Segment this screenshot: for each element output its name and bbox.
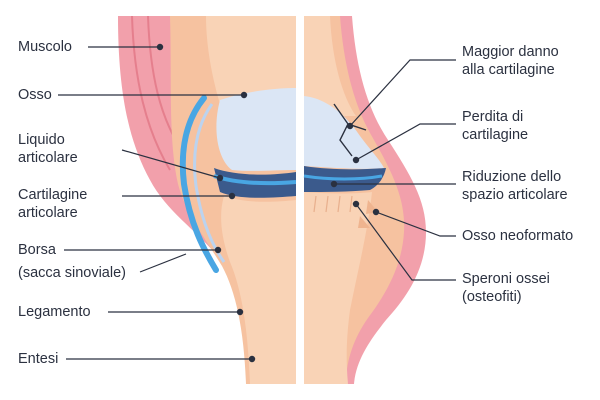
pointer-dot [353,201,358,206]
pointer-sacca [140,254,186,272]
pointer-dot [241,92,246,97]
label-borsa: Borsa [18,241,56,259]
label-entesi: Entesi [18,350,58,368]
label-legamento: Legamento [18,303,91,321]
label-sacca-sinoviale: (sacca sinoviale) [18,264,126,282]
label-liquido-articolare: Liquido articolare [18,131,78,167]
label-speroni-ossei: Speroni ossei (osteofiti) [462,270,550,306]
label-muscolo: Muscolo [18,38,72,56]
label-osso-neoformato: Osso neoformato [462,227,573,245]
pointer-dot [157,44,162,49]
pointer-dot [249,356,254,361]
pointer-dot [347,123,352,128]
pointer-dot [353,157,358,162]
label-perdita-cartilagine: Perdita di cartilagine [462,108,528,144]
arthritic-joint-half [304,16,426,384]
pointer-dot [217,175,222,180]
healthy-joint-half [118,16,296,384]
pointer-dot [229,193,234,198]
label-maggior-danno: Maggior danno alla cartilagine [462,43,559,79]
cartilage-upper-left [216,88,296,171]
pointer-dot [215,247,220,252]
label-cartilagine-articolare: Cartilagine articolare [18,186,87,222]
center-divider [296,16,304,384]
label-riduzione-spazio: Riduzione dello spazio articolare [462,168,568,204]
label-osso: Osso [18,86,52,104]
pointer-dot [237,309,242,314]
pointer-dot [373,209,378,214]
pointer-dot [331,181,336,186]
